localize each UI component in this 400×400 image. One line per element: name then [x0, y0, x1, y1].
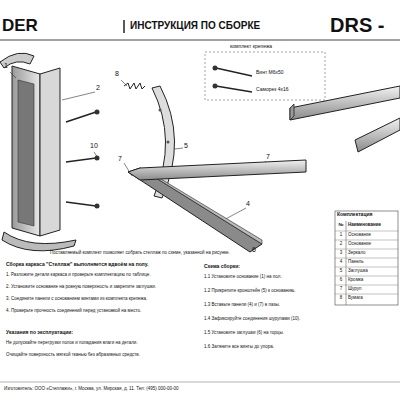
callout-number: 1	[4, 62, 8, 70]
table-rule	[335, 285, 398, 286]
note-text: Очищайте поверхность мягкой тканью без а…	[6, 352, 196, 357]
callout-number: 5	[184, 142, 188, 150]
table-cell: Бумага	[348, 295, 398, 300]
kit-heading: комплект крепежа	[230, 44, 272, 50]
table-rule	[335, 267, 398, 268]
table-cell: Зеркало	[348, 250, 398, 255]
note-text: 1.5 Установите заглушки (6) на торцы.	[204, 330, 329, 335]
sheet-title: ИНСТРУКЦИЯ ПО СБОРКЕ	[130, 20, 310, 32]
table-rule	[335, 249, 398, 250]
note-text: 1.1 Установите основание (1) на пол.	[204, 274, 329, 279]
table-cell: 2	[336, 241, 346, 246]
note-text: Не допускайте перегрузки полок и попадан…	[6, 340, 196, 345]
table-cell: 6	[336, 277, 346, 282]
callout-number: 6	[252, 246, 256, 254]
note-heading: Указания по эксплуатации:	[6, 330, 196, 336]
table-cell: 5	[336, 268, 346, 273]
callout-number: 7	[118, 155, 122, 163]
callout-number: 10	[90, 142, 98, 150]
note-text: 1.3 Вставьте панели (4) и (7) в пазы.	[204, 302, 329, 307]
table-cell: Панель	[348, 259, 398, 264]
note-text: 1. Разложите детали каркаса и проверьте …	[6, 272, 196, 277]
table-header: Комплектация	[337, 212, 397, 218]
note-heading: Схема сборки:	[204, 264, 329, 270]
table-cell: Шуруп	[348, 286, 398, 291]
table-rule	[335, 294, 398, 295]
table-cell: 3	[336, 250, 346, 255]
note-text: 2. Установите основание на ровную поверх…	[6, 284, 196, 289]
note-text: 1.6 Затяните все винты до упора.	[204, 344, 329, 349]
note-text: 4. Проверьте прочность соединений перед …	[6, 308, 196, 313]
callout-number: 7	[266, 153, 270, 161]
table-cell: Основание	[348, 241, 398, 246]
table-cell: 7	[336, 286, 346, 291]
note-heading: Сборка каркаса "Стеллаж" выполняется вдв…	[6, 262, 196, 268]
part-name: Саморез 4х16	[256, 87, 289, 93]
table-rule	[335, 258, 398, 259]
table-rule	[335, 276, 398, 277]
callout-number: 8	[115, 70, 119, 78]
table-cell: Основание	[348, 232, 398, 237]
table-cell: Кромка	[348, 277, 398, 282]
callout-number: 4	[246, 200, 250, 208]
table-rule	[335, 240, 398, 241]
part-name: Винт М6х50	[256, 70, 284, 76]
note-text: Поставляемый комплект позволяет собрать …	[50, 250, 240, 255]
footer-text: Изготовитель: ООО «Стеллажи», г. Москва,…	[4, 386, 396, 391]
table-cell: 4	[336, 259, 346, 264]
table-rule	[335, 231, 398, 232]
table-cell: 8	[336, 295, 346, 300]
table-cell: №	[336, 222, 346, 227]
note-text: 1.4 Зафиксируйте соединения шурупами (10…	[204, 316, 329, 321]
note-text: 1.2 Прикрепите кронштейн (5) к основанию…	[204, 288, 329, 293]
table-cell: Заглушка	[348, 268, 398, 273]
brand-logo: DER	[2, 16, 38, 36]
model-code: DRS -	[330, 14, 384, 37]
table-cell: 1	[336, 232, 346, 237]
note-text: 3. Соедините панели с основанием винтами…	[6, 296, 196, 301]
table-cell: Наименование	[348, 222, 398, 227]
callout-number: 2	[96, 84, 100, 92]
